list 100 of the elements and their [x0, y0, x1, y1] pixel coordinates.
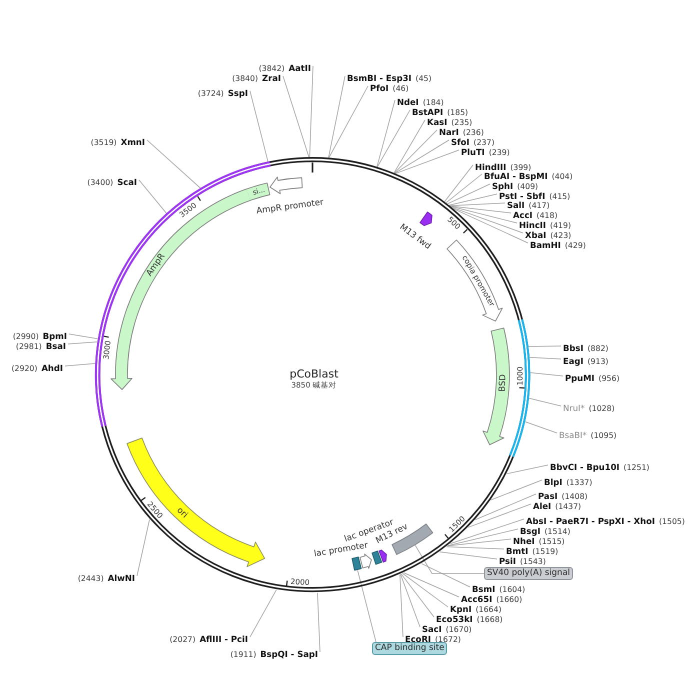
- enzyme-name: ScaI: [117, 177, 137, 187]
- leader-line: [250, 589, 277, 638]
- leader-line: [446, 184, 490, 204]
- leader-line: [394, 120, 426, 174]
- enzyme-name: HincII: [519, 220, 546, 230]
- leader-line: [490, 480, 542, 500]
- plasmid-name: pCoBlast: [290, 367, 338, 380]
- leader-line: [452, 208, 528, 244]
- leader-line: [449, 206, 512, 214]
- leader-line: [309, 66, 314, 158]
- feature-label: ori: [174, 506, 190, 521]
- enzyme-name: BbsI: [563, 343, 584, 353]
- leader-line: [524, 421, 558, 434]
- enzyme-name: NdeI: [397, 97, 419, 107]
- leader-line: [474, 494, 536, 520]
- enzyme-name: SacI: [422, 624, 442, 634]
- leader-line: [403, 572, 460, 598]
- leader-line: [357, 570, 376, 642]
- enzyme-name: BbvCI - Bpu10I: [550, 462, 620, 472]
- leader-line: [68, 342, 98, 344]
- enzyme-name: SalI: [507, 200, 525, 210]
- leader-line: [402, 572, 448, 608]
- feature-tag: CAP binding site: [372, 642, 448, 655]
- leader-line: [282, 76, 310, 158]
- enzyme-name: HindIII: [475, 162, 506, 172]
- leader-line: [394, 130, 438, 174]
- leader-line: [448, 194, 498, 206]
- enzyme-name: SphI: [492, 181, 514, 191]
- leader-line: [400, 574, 404, 638]
- enzyme-name: BmtI: [506, 546, 528, 556]
- enzyme-name: XmnI: [120, 137, 145, 147]
- leader-line: [450, 518, 524, 544]
- leader-line: [328, 86, 368, 158]
- enzyme-name: AhdI: [41, 363, 63, 373]
- enzyme-name: EagI: [563, 356, 584, 366]
- feature-label: lac promoter: [313, 540, 368, 559]
- enzyme-name: NheI: [513, 536, 535, 546]
- leader-line: [506, 464, 548, 474]
- leader-line: [421, 563, 470, 588]
- enzyme-name: EcoRI: [405, 634, 432, 644]
- enzyme-name: PfoI: [370, 83, 389, 93]
- leader-line: [414, 544, 484, 574]
- leader-line: [68, 334, 98, 340]
- enzyme-name: NruI*: [563, 403, 585, 413]
- enzyme-name: PstI - SbfI: [499, 191, 546, 201]
- enzyme-name: AflIII - PciI: [200, 634, 248, 644]
- leader-line: [317, 592, 320, 652]
- leader-line: [138, 180, 167, 214]
- leader-line: [450, 206, 524, 234]
- leader-line: [468, 504, 532, 528]
- enzyme-name: AatII: [288, 63, 311, 73]
- enzyme-name: AbsI - PaeR7I - PspXI - XhoI: [526, 516, 655, 526]
- enzyme-name: KasI: [427, 117, 448, 127]
- leader-line: [394, 140, 450, 174]
- enzyme-name: SspI: [228, 88, 248, 98]
- leader-line: [394, 150, 460, 174]
- leader-line: [64, 363, 96, 366]
- enzyme-name: XbaI: [525, 230, 546, 240]
- leader-line: [376, 110, 410, 168]
- leader-line: [528, 398, 562, 406]
- leader-line: [400, 574, 434, 618]
- enzyme-name: Eco53kI: [436, 614, 473, 624]
- leader-line: [446, 546, 504, 550]
- leader-line: [444, 164, 474, 202]
- enzyme-name: BsgI: [520, 526, 540, 536]
- enzyme-name: BspQI - SapI: [260, 649, 318, 659]
- leader-line: [530, 372, 564, 376]
- leader-line: [146, 140, 201, 189]
- feature-tag: SV40 poly(A) signal: [484, 567, 574, 580]
- enzyme-name: ZraI: [262, 73, 281, 83]
- leader-line: [450, 206, 518, 224]
- leader-line: [136, 519, 150, 576]
- leader-line: [400, 574, 420, 628]
- enzyme-name: KpnI: [450, 604, 472, 614]
- enzyme-name: BfuAI - BspMI: [484, 171, 548, 181]
- leader-line: [447, 538, 512, 546]
- leader-line: [376, 100, 396, 168]
- leader-line: [529, 357, 562, 360]
- leader-line: [250, 90, 268, 162]
- enzyme-name: PsiI: [499, 556, 516, 566]
- leader-line: [528, 346, 562, 347]
- enzyme-name: PasI: [538, 491, 558, 501]
- enzyme-name: AleI: [533, 501, 552, 511]
- enzyme-name: NarI: [439, 127, 459, 137]
- leader-line: [448, 528, 518, 546]
- enzyme-name: BamHI: [530, 240, 561, 250]
- enzyme-name: SfoI: [451, 137, 470, 147]
- enzyme-name: BsmBI - Esp3I: [347, 73, 412, 83]
- leader-line: [328, 76, 346, 158]
- enzyme-name: BlpI: [544, 477, 562, 487]
- enzyme-name: PpuMI: [565, 373, 595, 383]
- enzyme-name: AccI: [513, 210, 533, 220]
- enzyme-name: AlwNI: [108, 573, 135, 583]
- feature-label: AmpR promoter: [256, 198, 324, 216]
- enzyme-name: BsaBI*: [559, 430, 587, 440]
- leader-line: [439, 551, 498, 560]
- leader-line: [446, 174, 482, 204]
- enzyme-name: BpmI: [42, 331, 67, 341]
- enzyme-name: BstAPI: [412, 107, 444, 117]
- enzyme-name: Acc65I: [461, 594, 492, 604]
